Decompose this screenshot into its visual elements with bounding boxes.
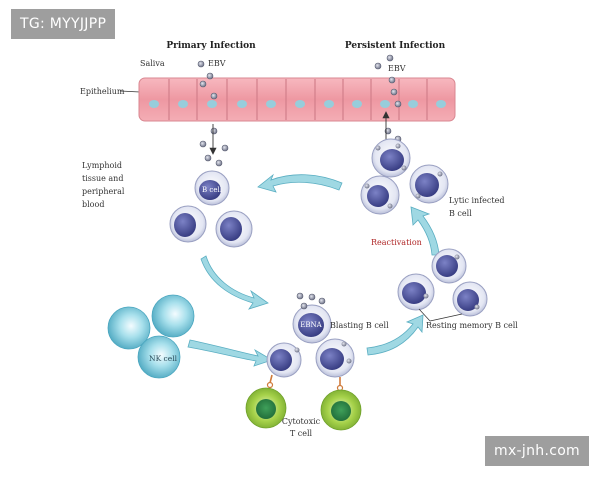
t-cell-right (320, 377, 362, 431)
lymphoid-label-4: blood (82, 200, 104, 209)
resting-label: Resting memory B cell (426, 321, 518, 330)
lytic-b-cell-2 (360, 175, 400, 215)
t-cell-left (245, 374, 287, 429)
blasting-b-cell-right (315, 338, 355, 378)
nk-cells: NK cell (107, 294, 195, 379)
lymphoid-label-3: peripheral (82, 187, 125, 196)
b-cell-primary: B cell (194, 170, 230, 206)
watermark-bottom-right: mx-jnh.com (485, 436, 589, 466)
cycle-arrows (187, 173, 440, 367)
arrow-to-resting (366, 314, 424, 356)
resting-pointer-2 (429, 313, 463, 322)
ebna-label: EBNA (300, 321, 322, 329)
watermark-top-left: TG: MYYJJPP (11, 9, 116, 39)
arrow-reactivation (410, 206, 440, 256)
b-cell-infected-2 (215, 210, 253, 248)
resting-b-cell-1 (431, 248, 467, 284)
b-cell-infected-1 (169, 205, 207, 243)
blasting-label: Blasting B cell (330, 321, 389, 330)
persistent-infection-heading: Persistent Infection (345, 41, 446, 51)
epithelium-layer (138, 77, 456, 122)
arrow-to-blasting (200, 255, 269, 310)
nk-cell-label: NK cell (149, 354, 178, 363)
epithelium-pointer (119, 90, 141, 93)
ebv-label-right: EBV (388, 64, 406, 73)
ebv-label-left: EBV (208, 59, 226, 68)
lymphoid-label-2: tissue and (82, 174, 123, 183)
resting-b-cell-3 (452, 281, 488, 317)
lytic-label-2: B cell (449, 209, 472, 218)
blasting-b-cell-left (266, 342, 302, 378)
lytic-b-cell-1 (371, 138, 411, 178)
reactivation-label: Reactivation (371, 238, 422, 247)
ebv-virions-right (374, 54, 402, 143)
saliva-label: Saliva (140, 59, 165, 68)
arrow-nk-to-blasting (187, 339, 273, 367)
resting-b-cell-2 (397, 273, 435, 311)
cytotoxic-label-2: T cell (290, 429, 313, 438)
epithelium-label: Epithelium (80, 87, 125, 96)
arrow-to-bcell (257, 173, 343, 193)
resting-pointer-1 (418, 308, 431, 322)
primary-infection-heading: Primary Infection (166, 41, 256, 51)
lytic-label-1: Lytic infected (449, 196, 504, 205)
cytotoxic-label-1: Cytotoxic (282, 417, 321, 426)
blasting-b-cell-top: EBNA (292, 292, 332, 344)
b-cell-label: B cell (202, 186, 223, 194)
lymphoid-label-1: Lymphoid (82, 161, 122, 170)
lytic-b-cell-3 (409, 164, 449, 204)
ebv-virions-left (197, 60, 229, 167)
